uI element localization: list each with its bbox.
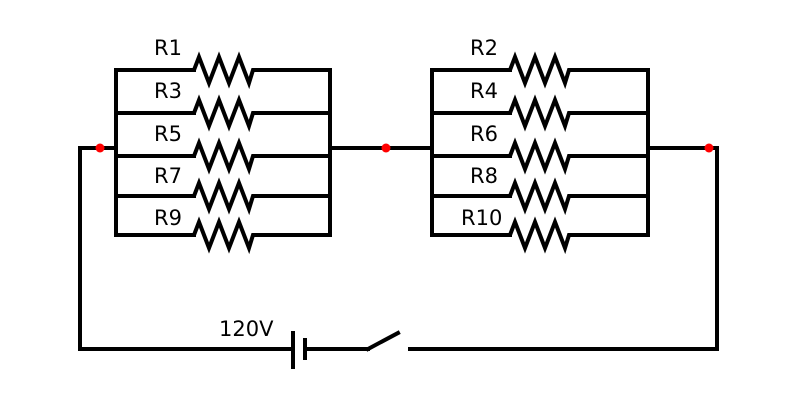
label-voltage: 120V	[219, 317, 274, 341]
label-r2: R2	[470, 36, 498, 60]
battery-icon	[291, 331, 307, 369]
resistor-r8-symbol	[508, 177, 574, 216]
label-r3: R3	[154, 79, 182, 103]
resistor-r10-symbol	[508, 216, 574, 255]
node-right	[704, 143, 714, 153]
label-r4: R4	[470, 79, 498, 103]
right-output-wire	[646, 146, 719, 351]
node-middle	[381, 143, 391, 153]
resistor-r1-symbol	[192, 51, 258, 90]
label-r1: R1	[154, 36, 182, 60]
resistor-r7-symbol	[192, 177, 258, 216]
resistor-r9-symbol	[192, 216, 258, 255]
label-r6: R6	[470, 122, 498, 146]
label-r7: R7	[154, 164, 182, 188]
resistor-r2-symbol	[508, 51, 574, 90]
label-r5: R5	[154, 122, 182, 146]
left-parallel-bank	[114, 51, 332, 255]
resistor-r3-symbol	[192, 94, 258, 133]
label-r8: R8	[470, 164, 498, 188]
left-input-wire	[78, 146, 118, 351]
resistor-r4-symbol	[508, 94, 574, 133]
label-r9: R9	[154, 206, 182, 230]
node-left	[95, 143, 105, 153]
open-switch-icon[interactable]	[365, 330, 401, 352]
resistor-r5-symbol	[192, 137, 258, 176]
resistor-r6-symbol	[508, 137, 574, 176]
right-parallel-bank	[430, 51, 650, 255]
label-r10: R10	[461, 206, 502, 230]
